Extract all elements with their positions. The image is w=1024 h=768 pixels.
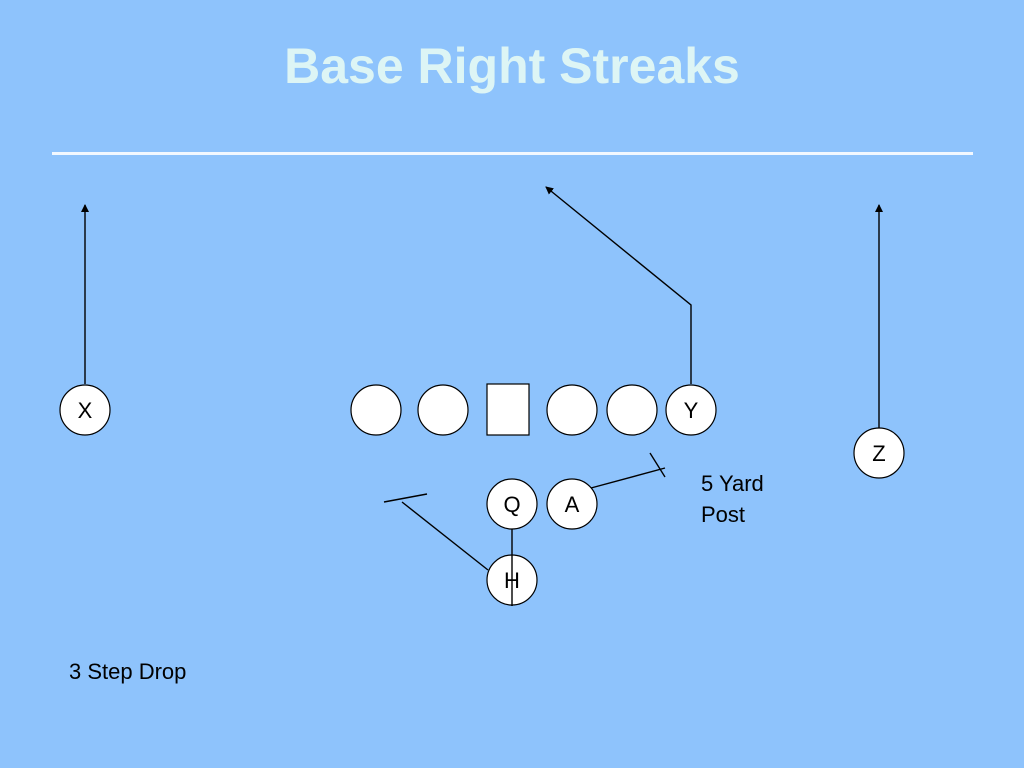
player-a-label: A bbox=[565, 492, 580, 517]
route-annotation-line-2: Post bbox=[701, 502, 746, 527]
a-route-end-mark bbox=[649, 452, 666, 478]
player-z-label: Z bbox=[872, 441, 885, 466]
offensive-lineman bbox=[606, 384, 658, 436]
player-y-label: Y bbox=[684, 398, 699, 423]
offensive-lineman bbox=[350, 384, 402, 436]
player-x: X bbox=[59, 384, 111, 436]
drop-annotation: 3 Step Drop bbox=[69, 659, 187, 684]
h-route-end-mark bbox=[383, 493, 428, 503]
player-q: Q bbox=[486, 478, 538, 530]
center-square bbox=[486, 383, 530, 436]
player-z: Z bbox=[853, 427, 905, 479]
slide-title: Base Right Streaks bbox=[284, 38, 740, 94]
player-h: H bbox=[486, 554, 538, 606]
title-divider bbox=[52, 152, 973, 155]
player-x-label: X bbox=[78, 398, 93, 423]
h-route bbox=[401, 501, 489, 571]
route-annotation: 5 Yard Post bbox=[701, 468, 811, 530]
player-y: Y bbox=[665, 384, 717, 436]
player-a: A bbox=[546, 478, 598, 530]
offensive-lineman bbox=[546, 384, 598, 436]
a-route bbox=[590, 467, 666, 489]
offensive-lineman bbox=[417, 384, 469, 436]
player-q-label: Q bbox=[503, 492, 520, 517]
route-annotation-line-1: 5 Yard bbox=[701, 471, 764, 496]
y-post-route bbox=[545, 186, 692, 384]
